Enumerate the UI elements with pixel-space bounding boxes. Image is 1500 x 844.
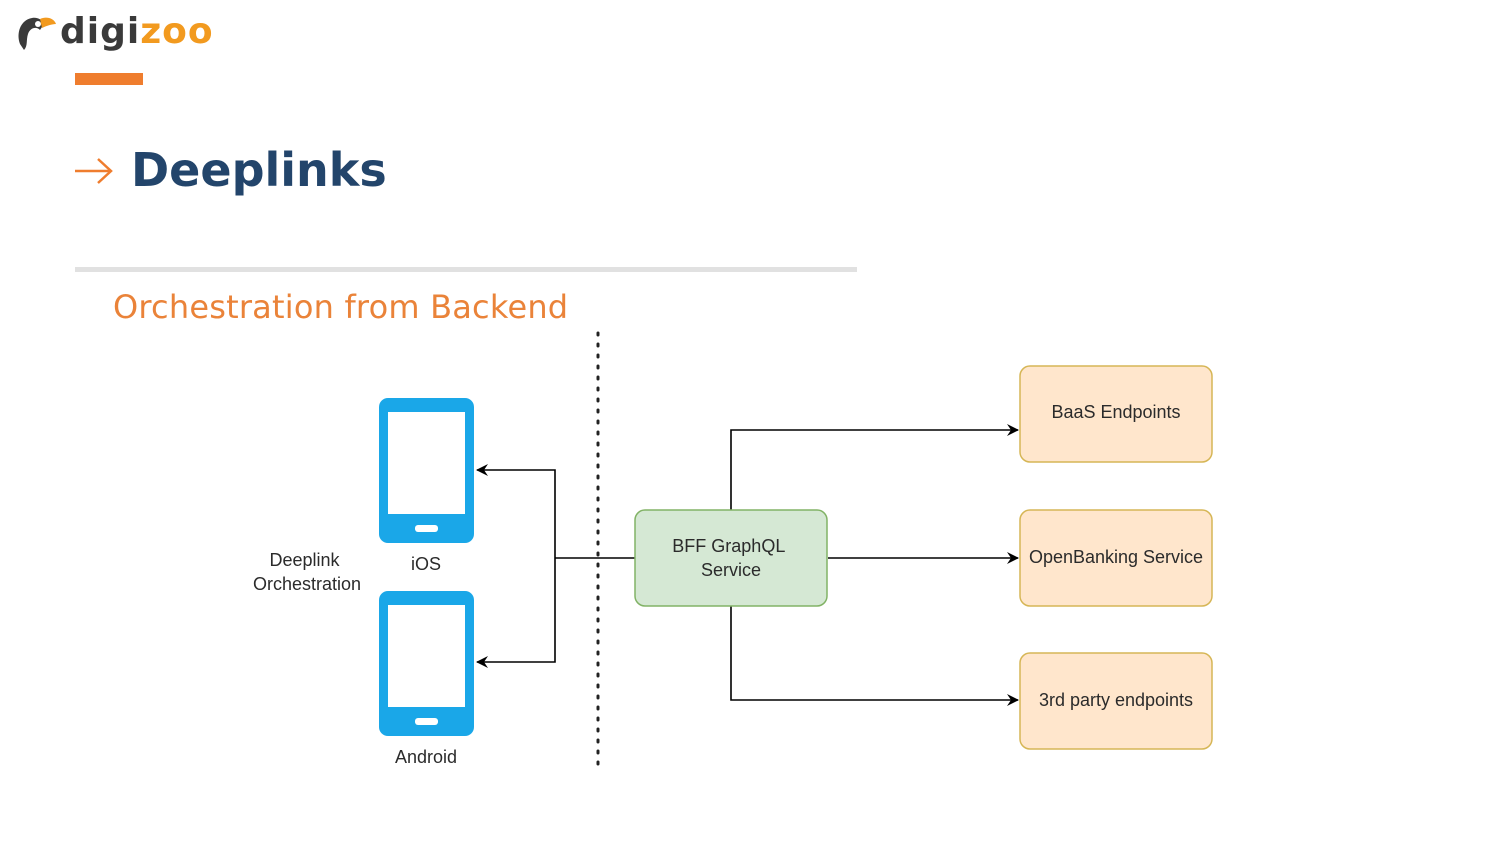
device-label-android: Android <box>395 747 457 767</box>
svg-text:BaaS Endpoints: BaaS Endpoints <box>1051 402 1180 422</box>
baas-endpoints-box: BaaS Endpoints <box>1019 365 1213 463</box>
slide-title: Deeplinks <box>131 143 387 197</box>
deeplink-orchestration-label: Deeplink Orchestration <box>253 550 361 594</box>
bff-graphql-service-box: BFF GraphQL Service <box>634 509 828 607</box>
logo-wordmark-digi: digi <box>60 11 141 52</box>
title-divider <box>75 267 857 272</box>
svg-text:BFF GraphQL Service: BFF GraphQL Service <box>672 536 789 580</box>
toucan-logo-icon <box>18 17 56 51</box>
accent-bar <box>75 73 143 85</box>
android-smartphone-icon <box>379 591 474 736</box>
third-party-endpoints-box: 3rd party endpoints <box>1019 652 1213 750</box>
ios-smartphone-icon <box>379 398 474 543</box>
arrow-right-icon <box>75 158 113 184</box>
bff-to-endpoints-connectors <box>730 424 1019 706</box>
logo-wordmark-zoo: zoo <box>140 11 214 52</box>
bff-to-devices-connectors <box>476 464 635 668</box>
logo-wordmark: digizoo <box>60 10 214 54</box>
svg-text:3rd party endpoints: 3rd party endpoints <box>1039 690 1193 710</box>
openbanking-service-box: OpenBanking Service <box>1019 509 1213 607</box>
device-label-ios: iOS <box>411 554 441 574</box>
slide-subtitle: Orchestration from Backend <box>113 288 569 326</box>
digizoo-logo: digizoo <box>14 10 214 56</box>
svg-text:OpenBanking Service: OpenBanking Service <box>1029 547 1203 567</box>
